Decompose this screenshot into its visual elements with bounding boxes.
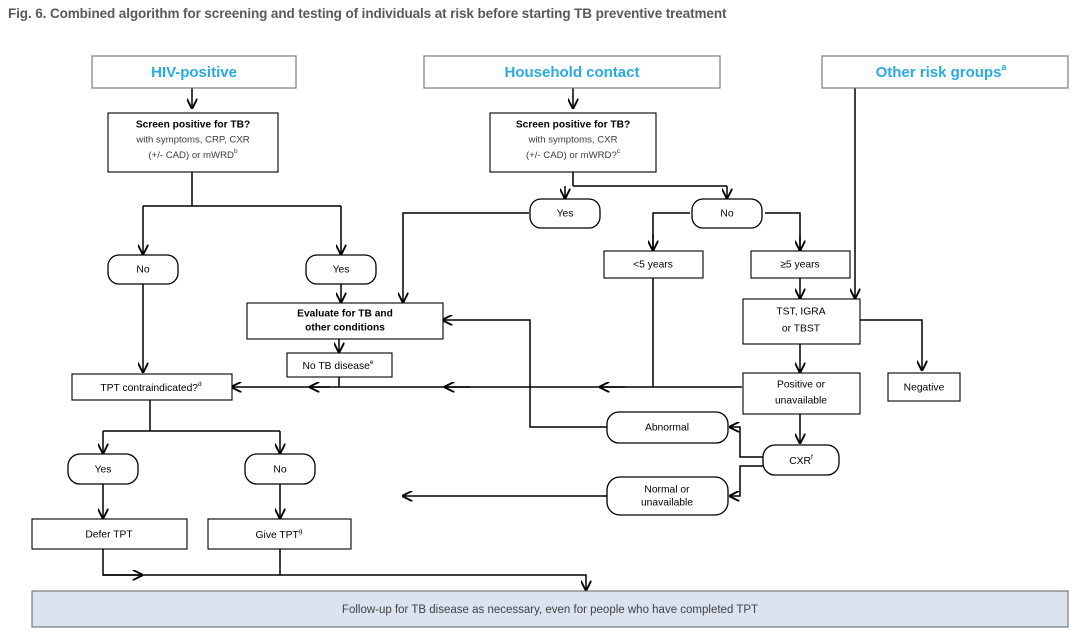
box-tst-line2: or TBST [782, 324, 821, 335]
pill-cxr[interactable]: CXRf [762, 444, 840, 476]
svg-text:CXRf: CXRf [789, 454, 813, 467]
box-household-screen-line2: (+/- CAD) or mWRD? [526, 150, 617, 161]
pill-cxr-label: CXR [789, 456, 811, 467]
connector-cxr-to-abnormal [730, 427, 765, 458]
box-age-over5[interactable]: ≥5 years [750, 250, 851, 279]
header-hiv-positive[interactable]: HIV-positive [91, 55, 297, 89]
box-give-tpt-footnote: g [299, 528, 303, 535]
box-hiv-screen-line1: with symptoms, CRP, CXR [135, 135, 249, 146]
pill-normal-line2: unavailable [641, 498, 693, 509]
connector-tpt-split [103, 400, 280, 432]
pill-cxr-footnote: f [811, 454, 813, 461]
connector-hh-yes-to-evaluate [403, 212, 529, 302]
header-household-contact-label: Household contact [504, 64, 639, 81]
pill-tpt-no-label: No [273, 465, 286, 476]
box-positive-line1: Positive or [777, 380, 826, 391]
box-tst-line1: TST, IGRA [776, 307, 825, 318]
box-household-screen-footnote: c [617, 148, 621, 155]
box-positive-or-unavailable[interactable]: Positive or unavailable [742, 372, 861, 415]
box-no-tb-disease[interactable]: No TB diseasee [286, 352, 393, 378]
header-hiv-positive-label: HIV-positive [151, 64, 237, 81]
svg-text:Give TPTg: Give TPTg [256, 528, 303, 541]
box-household-screen-title: Screen positive for TB? [516, 120, 630, 131]
svg-text:Other risk groupsa: Other risk groupsa [876, 62, 1008, 81]
box-tpt-contraindicated-footnote: d [198, 381, 202, 388]
box-positive-line2: unavailable [775, 396, 827, 407]
connector-abnormal-to-evaluate [443, 320, 607, 428]
pill-household-yes[interactable]: Yes [529, 198, 601, 229]
connector-defer-to-followup [102, 549, 142, 575]
box-give-tpt-label: Give TPT [256, 530, 300, 541]
pill-tpt-yes-label: Yes [95, 465, 112, 476]
connector-cxr-to-normal [730, 465, 765, 496]
banner-followup[interactable]: Follow-up for TB disease as necessary, e… [31, 590, 1069, 628]
box-evaluate-line2: other conditions [305, 323, 385, 334]
svg-text:(+/- CAD) or mWRDb: (+/- CAD) or mWRDb [148, 148, 238, 161]
pill-household-no[interactable]: No [691, 198, 763, 229]
pill-hiv-yes[interactable]: Yes [305, 254, 377, 285]
pill-normal-line1: Normal or [644, 485, 690, 496]
box-tst-igra-tbst[interactable]: TST, IGRA or TBST [742, 298, 861, 345]
box-age-under5-label: <5 years [633, 260, 673, 271]
pill-tpt-no[interactable]: No [244, 453, 316, 485]
box-tpt-contraindicated-label: TPT contraindicated? [100, 383, 198, 394]
box-household-screen[interactable]: Screen positive for TB? with symptoms, C… [489, 112, 657, 173]
header-other-risk-groups-footnote: a [1001, 62, 1007, 72]
header-household-contact[interactable]: Household contact [423, 55, 721, 89]
box-hiv-screen-title: Screen positive for TB? [136, 120, 250, 131]
pill-hiv-no[interactable]: No [107, 254, 179, 285]
box-hiv-screen-line2: (+/- CAD) or mWRD [148, 150, 234, 161]
box-evaluate-for-tb[interactable]: Evaluate for TB and other conditions [246, 302, 444, 340]
box-evaluate-line1: Evaluate for TB and [297, 309, 393, 320]
pill-hiv-yes-label: Yes [333, 265, 350, 276]
svg-text:(+/- CAD) or mWRD?c: (+/- CAD) or mWRD?c [526, 148, 621, 161]
box-defer-tpt-label: Defer TPT [85, 530, 133, 541]
pill-tpt-yes[interactable]: Yes [67, 453, 139, 485]
box-no-tb-disease-label: No TB disease [303, 361, 371, 372]
pill-normal-or-unavailable[interactable]: Normal or unavailable [606, 476, 729, 516]
header-other-risk-groups-label: Other risk groups [876, 64, 1002, 81]
banner-followup-label: Follow-up for TB disease as necessary, e… [342, 604, 758, 616]
box-defer-tpt[interactable]: Defer TPT [31, 518, 188, 550]
connector-layer [103, 88, 922, 590]
box-give-tpt[interactable]: Give TPTg [207, 518, 352, 550]
box-negative[interactable]: Negative [887, 372, 961, 402]
box-age-over5-label: ≥5 years [780, 260, 819, 271]
box-age-under5[interactable]: <5 years [603, 250, 704, 279]
connector-hiv-screen-split [143, 172, 341, 207]
header-other-risk-groups[interactable]: Other risk groupsa [821, 55, 1069, 89]
pill-abnormal-label: Abnormal [645, 423, 689, 434]
connector-tst-to-negative [860, 319, 922, 370]
pill-household-yes-label: Yes [557, 209, 574, 220]
svg-text:TPT contraindicated?d: TPT contraindicated?d [100, 381, 202, 394]
pill-household-no-label: No [720, 209, 733, 220]
pill-abnormal[interactable]: Abnormal [606, 411, 729, 444]
pill-hiv-no-label: No [136, 265, 149, 276]
box-no-tb-disease-footnote: e [370, 359, 374, 366]
box-hiv-screen[interactable]: Screen positive for TB? with symptoms, C… [107, 112, 279, 173]
box-tpt-contraindicated[interactable]: TPT contraindicated?d [71, 373, 233, 401]
connector-hh-screen-split [572, 172, 727, 187]
figure-title: Fig. 6. Combined algorithm for screening… [8, 6, 727, 21]
box-hiv-screen-footnote: b [234, 148, 238, 155]
box-household-screen-line1: with symptoms, CXR [527, 135, 617, 146]
box-negative-label: Negative [904, 383, 945, 394]
connector-followup-line [103, 574, 586, 590]
svg-text:No TB diseasee: No TB diseasee [303, 359, 374, 372]
